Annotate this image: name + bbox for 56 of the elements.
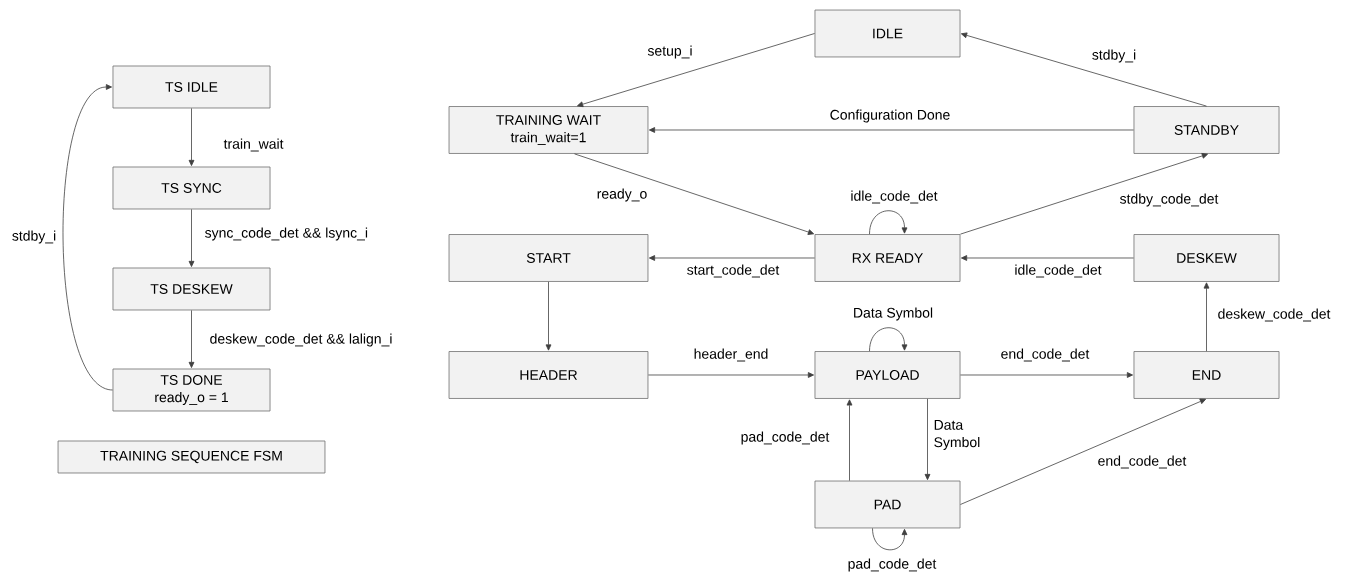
- state-box: STANDBY: [1133, 106, 1280, 154]
- arrow: [872, 527, 908, 551]
- arrow: [924, 398, 931, 481]
- state-box: TRAINING WAIT train_wait=1: [448, 106, 649, 154]
- edge-label: setup_i: [646, 44, 694, 60]
- arrow: [960, 153, 1208, 235]
- edge-label: sync_code_det && lsync_i: [203, 226, 370, 242]
- state-box: IDLE: [814, 9, 961, 58]
- arrow: [960, 372, 1133, 378]
- state-box: RX READY: [814, 234, 961, 282]
- arrow: [869, 327, 908, 352]
- edge-label: ready_o: [595, 187, 649, 203]
- edge-label: pad_code_det: [739, 430, 831, 446]
- arrow: [545, 281, 552, 351]
- arrow: [648, 255, 815, 261]
- state-box: HEADER: [448, 351, 649, 399]
- arrow: [960, 32, 1207, 107]
- edge-label: end_code_det: [999, 347, 1091, 363]
- arrow: [188, 209, 195, 267]
- state-box: END: [1133, 351, 1280, 399]
- arrow: [846, 399, 853, 482]
- arrow: [574, 153, 815, 235]
- edge-label: deskew_code_det: [1216, 307, 1332, 323]
- edge-label: deskew_code_det && lalign_i: [208, 332, 394, 348]
- arrow: [62, 84, 113, 391]
- edge-label: Data Symbol: [851, 306, 935, 322]
- arrow: [188, 310, 195, 368]
- arrow: [188, 108, 195, 166]
- edge-label: Configuration Done: [828, 108, 952, 124]
- arrow: [577, 33, 815, 108]
- edge-label: pad_code_det: [846, 557, 938, 573]
- state-box: TS IDLE: [112, 65, 271, 109]
- edge-label: stdby_i: [10, 229, 58, 245]
- edge-label: end_code_det: [1096, 454, 1188, 470]
- arrow: [961, 255, 1134, 261]
- edge-label: start_code_det: [685, 263, 781, 279]
- edge-label: idle_code_det: [849, 189, 939, 205]
- state-box: TRAINING SEQUENCE FSM: [57, 440, 326, 474]
- edge-label: idle_code_det: [1013, 263, 1103, 279]
- state-box: PAYLOAD: [814, 351, 961, 399]
- edge-label: Data Symbol: [932, 418, 987, 452]
- arrow: [869, 210, 908, 235]
- state-box: DESKEW: [1133, 234, 1280, 282]
- arrow: [648, 127, 1134, 133]
- edge-label: train_wait: [222, 137, 285, 153]
- state-box: TS SYNC: [112, 166, 271, 210]
- edge-label: stdby_i: [1090, 48, 1138, 64]
- edge-label: header_end: [692, 347, 770, 363]
- state-box: TS DESKEW: [112, 267, 271, 311]
- arrow: [1203, 282, 1210, 352]
- state-box: TS DONE ready_o = 1: [112, 368, 271, 412]
- state-box: PAD: [814, 480, 961, 529]
- state-box: START: [448, 234, 649, 282]
- arrow: [960, 398, 1206, 505]
- arrow: [648, 372, 814, 378]
- edge-label: stdby_code_det: [1118, 192, 1220, 208]
